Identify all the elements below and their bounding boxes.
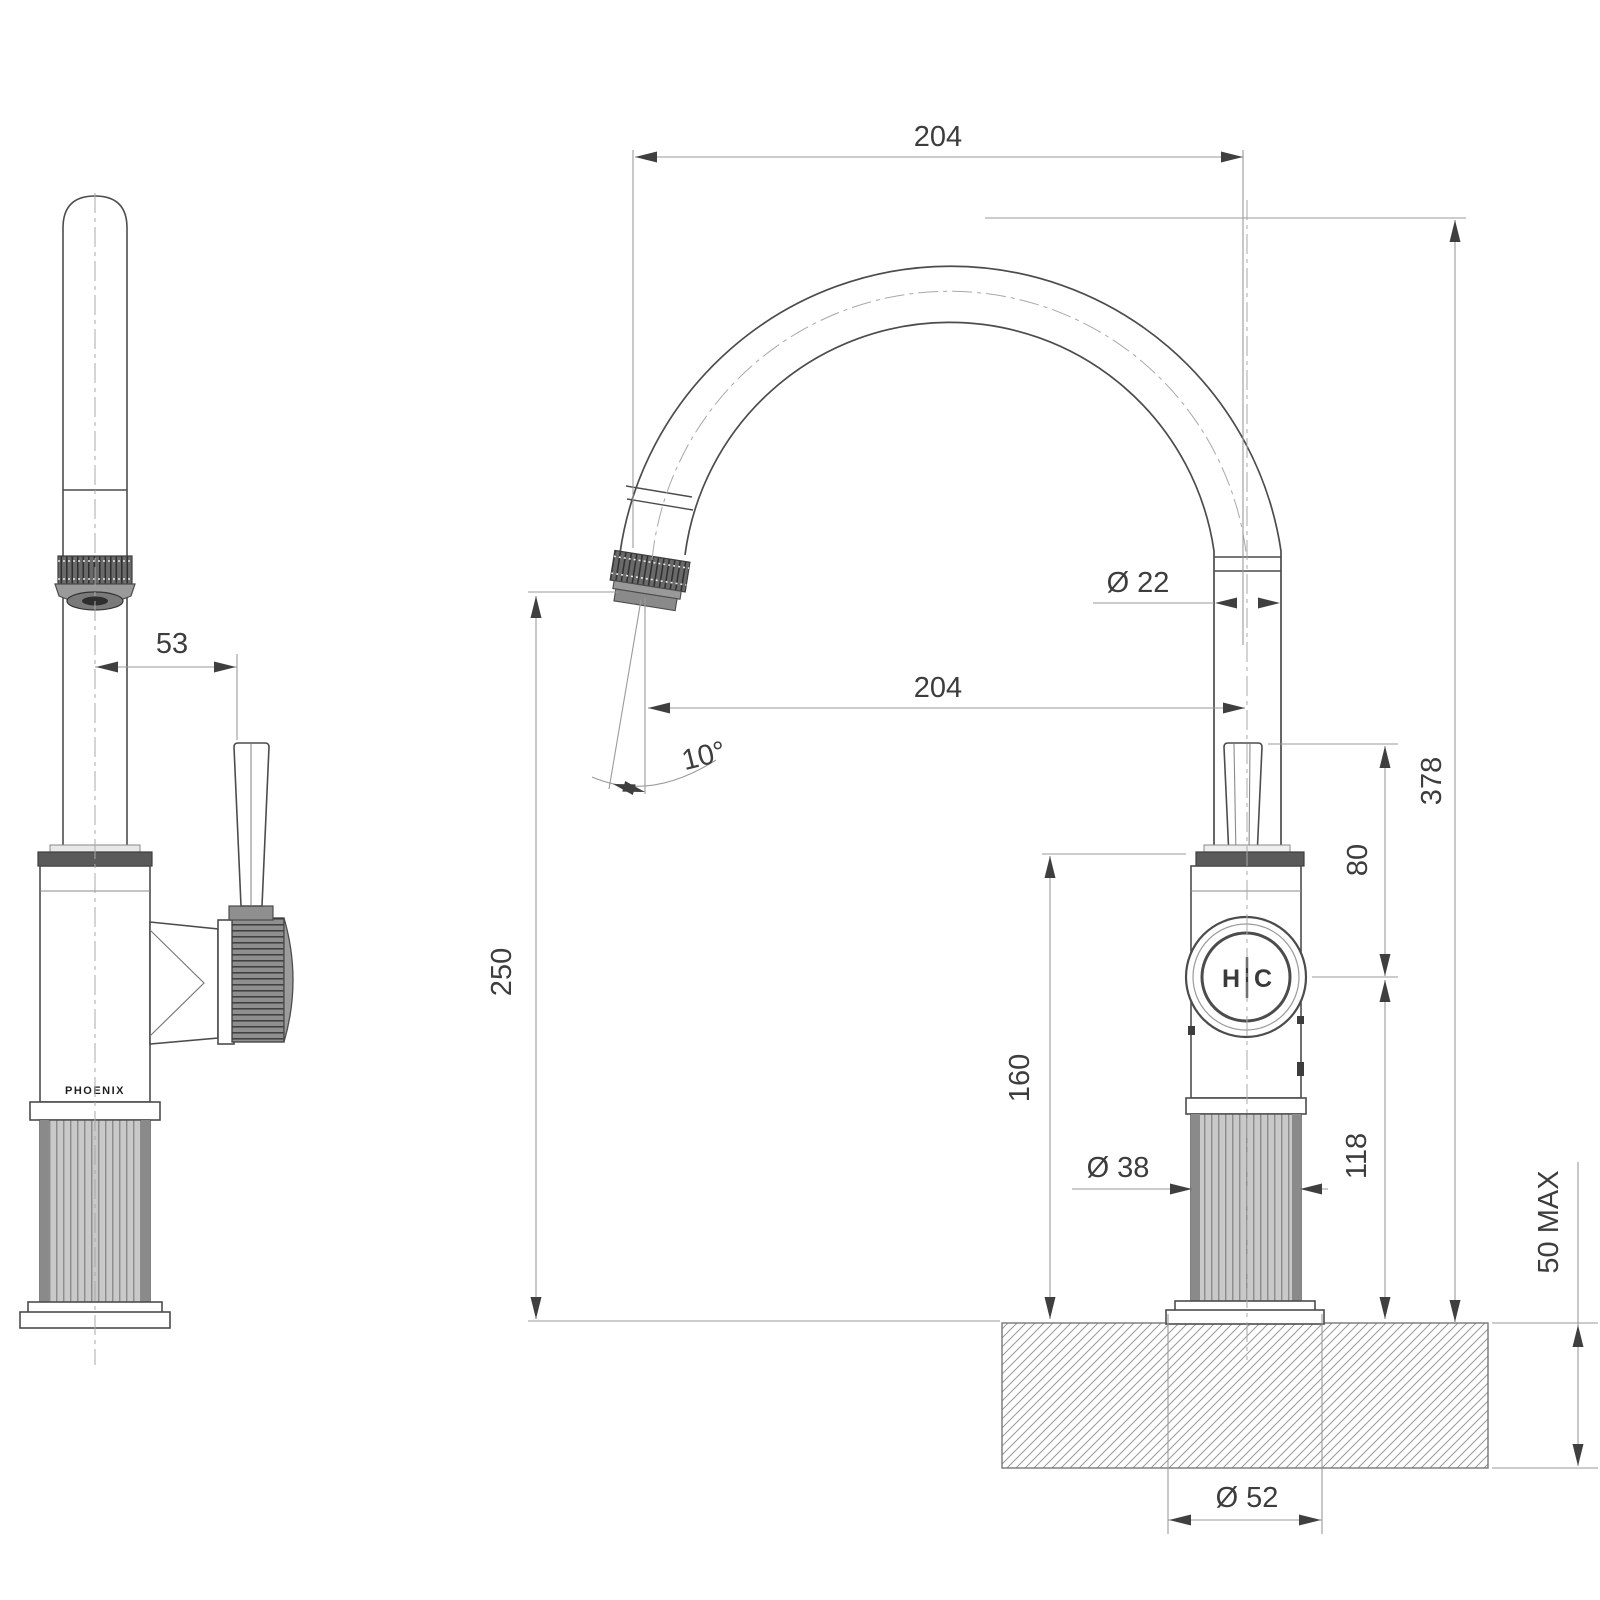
spout-centerline-arc — [651, 290, 1247, 561]
dim-bench-thickness-label: 50 MAX — [1533, 1170, 1565, 1273]
spout-outer-edge — [619, 265, 1282, 851]
dim-overall-height: 378 — [985, 217, 1466, 1322]
spout-inner-edge — [684, 321, 1215, 851]
dim-spout-diameter-label: Ø 22 — [1107, 567, 1170, 599]
dim-spout-diameter: Ø 22 — [1093, 567, 1280, 609]
dim-lever-above-dial: 80 — [1268, 743, 1398, 978]
dim-flange-diameter: Ø 52 — [1167, 1314, 1323, 1534]
benchtop-hatch — [1001, 1322, 1489, 1469]
side-base-shade-left — [40, 1120, 49, 1303]
dim-handle-offset: 53 — [95, 628, 238, 740]
front-shank-knurl — [1190, 1113, 1302, 1303]
centerlines — [94, 193, 1248, 1365]
side-lever-collar — [228, 905, 274, 921]
dim-top-width: 204 — [632, 121, 1244, 645]
dim-body-top-height-label: 160 — [1004, 1054, 1036, 1102]
front-shank-shade-left — [1191, 1114, 1200, 1302]
dim-lever-above-dial-label: 80 — [1342, 844, 1374, 876]
dim-top-width-label: 204 — [914, 121, 962, 153]
dim-shank-diameter: Ø 38 — [1072, 1152, 1328, 1195]
dim-spout-reach: 204 — [648, 672, 1245, 714]
front-body-tick-left — [1188, 1026, 1195, 1035]
front-aerator — [609, 549, 691, 612]
side-dial-cap — [283, 917, 294, 1043]
front-body-tick-right2 — [1297, 1062, 1304, 1076]
dim-dial-above-bench-label: 118 — [1341, 1133, 1373, 1179]
hc-dial: H C — [1184, 915, 1308, 1039]
dim-outlet-height: 250 — [486, 591, 1000, 1322]
front-base-collar — [1185, 1097, 1307, 1115]
side-dial-knurl — [231, 917, 285, 1043]
dim-spout-reach-label: 204 — [914, 672, 962, 704]
dial-cold-label: C — [1254, 965, 1272, 993]
dim-bench-thickness: 50 MAX — [1492, 1162, 1598, 1469]
dim-outlet-height-label: 250 — [486, 948, 518, 996]
side-branch-chamfer — [149, 929, 205, 1037]
side-base-shade-right — [141, 1120, 150, 1303]
front-view: H C — [609, 265, 1325, 1325]
dim-dial-above-bench: 118 — [1341, 980, 1391, 1319]
brand-label: PHOENIX — [65, 1085, 125, 1097]
front-cap — [1195, 851, 1305, 867]
side-view: PHOENIX — [19, 195, 294, 1329]
front-lever-seam — [1233, 743, 1251, 857]
dim-flange-diameter-label: Ø 52 — [1216, 1482, 1279, 1514]
dial-hot-label: H — [1222, 965, 1240, 993]
spout-joint-left — [625, 485, 694, 511]
dim-outlet-angle-label: 10° — [679, 735, 729, 777]
front-shank-shade-right — [1292, 1114, 1301, 1302]
dim-body-top-height: 160 — [1004, 853, 1186, 1319]
front-flange-plate — [1165, 1309, 1325, 1325]
front-lever — [1223, 742, 1263, 858]
dim-shank-diameter-label: Ø 38 — [1087, 1152, 1150, 1184]
dim-overall-height-label: 378 — [1416, 757, 1448, 805]
front-body-tick-right1 — [1297, 1016, 1304, 1024]
benchtop-section — [1001, 1322, 1489, 1469]
dim-handle-offset-label: 53 — [156, 628, 188, 660]
dim-outlet-angle: 10° — [591, 598, 729, 798]
